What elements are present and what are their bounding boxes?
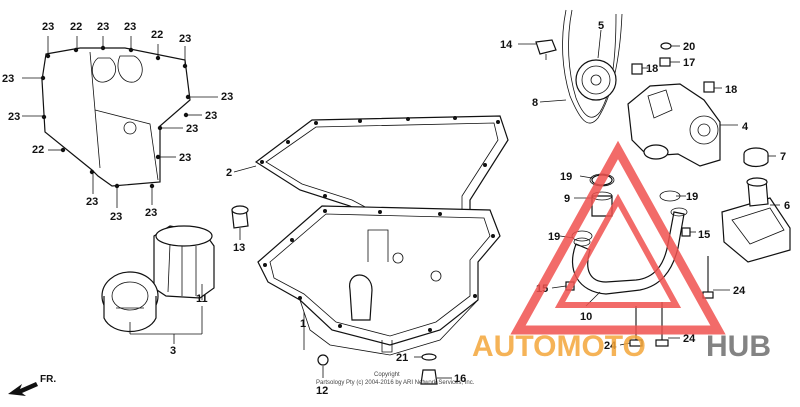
front-label: FR. (40, 374, 56, 385)
callout-23: 23 (145, 207, 157, 219)
pan-cover (40, 45, 191, 189)
callout-24: 24 (683, 333, 696, 345)
oil-filter (153, 225, 215, 300)
callout-23: 23 (97, 21, 109, 33)
callout-15: 15 (698, 229, 710, 241)
oil-pump-4 (627, 83, 738, 167)
callout-23: 23 (110, 211, 122, 223)
callout-22: 22 (70, 21, 82, 33)
callout-22: 22 (32, 144, 44, 156)
callout-20: 20 (683, 41, 695, 53)
callout-5: 5 (598, 20, 604, 32)
callout-23: 23 (124, 21, 136, 33)
watermark: AUTOMOTO HUB (472, 140, 771, 363)
callout-23: 23 (221, 91, 233, 103)
copyright-line2: Partsology Pty (c) 2004-2016 by ARI Netw… (316, 380, 475, 386)
sensor-13 (231, 205, 249, 240)
callout-23: 23 (186, 123, 198, 135)
copyright: Copyright Partsology Pty (c) 2004-2016 b… (316, 372, 475, 386)
callout-11: 11 (196, 293, 208, 305)
callout-17: 17 (683, 57, 695, 69)
callout-18: 18 (646, 63, 658, 75)
callout-10: 10 (580, 311, 592, 323)
callout-14: 14 (500, 39, 513, 51)
callout-1: 1 (300, 318, 306, 330)
callout-24: 24 (604, 340, 617, 352)
callout-21: 21 (396, 352, 408, 364)
cover-leaders (22, 36, 218, 208)
front-direction-arrow: FR. (8, 374, 56, 396)
drain-bolt (414, 353, 452, 385)
callout-23: 23 (205, 110, 217, 122)
callout-7: 7 (780, 151, 786, 163)
sensor-14 (518, 39, 557, 60)
watermark-triangle (510, 140, 726, 335)
callout-18: 18 (725, 84, 737, 96)
callout-23: 23 (2, 73, 14, 85)
watermark-hub: HUB (706, 330, 771, 363)
callout-labels: 23 22 23 23 22 23 23 23 22 23 23 23 23 2… (2, 20, 790, 397)
callout-3: 3 (170, 345, 176, 357)
callout-19: 19 (686, 191, 698, 203)
filter-housing (101, 271, 203, 344)
callout-13: 13 (233, 242, 245, 254)
callout-23: 23 (8, 111, 20, 123)
cap-7 (743, 147, 776, 168)
callout-24: 24 (733, 285, 746, 297)
pump-small-parts (631, 42, 722, 93)
callout-23: 23 (179, 33, 191, 45)
callout-9: 9 (564, 193, 570, 205)
bolt-12 (303, 312, 329, 378)
sprocket-5 (575, 29, 617, 101)
callout-19: 19 (560, 171, 572, 183)
callout-23: 23 (42, 21, 54, 33)
callout-6: 6 (784, 200, 790, 212)
callout-16: 16 (454, 373, 466, 385)
callout-22: 22 (151, 29, 163, 41)
callout-8: 8 (532, 97, 538, 109)
watermark-automoto: AUTOMOTO (472, 330, 646, 363)
oil-pump-chain (562, 9, 623, 124)
copyright-line1: Copyright (374, 372, 400, 378)
callout-23: 23 (179, 152, 191, 164)
callout-23: 23 (86, 196, 98, 208)
callout-19: 19 (548, 231, 560, 243)
oil-pan (257, 205, 501, 356)
callout-4: 4 (742, 121, 749, 133)
callout-2: 2 (226, 167, 232, 179)
strainer-6 (721, 177, 791, 263)
callout-12: 12 (316, 385, 328, 397)
